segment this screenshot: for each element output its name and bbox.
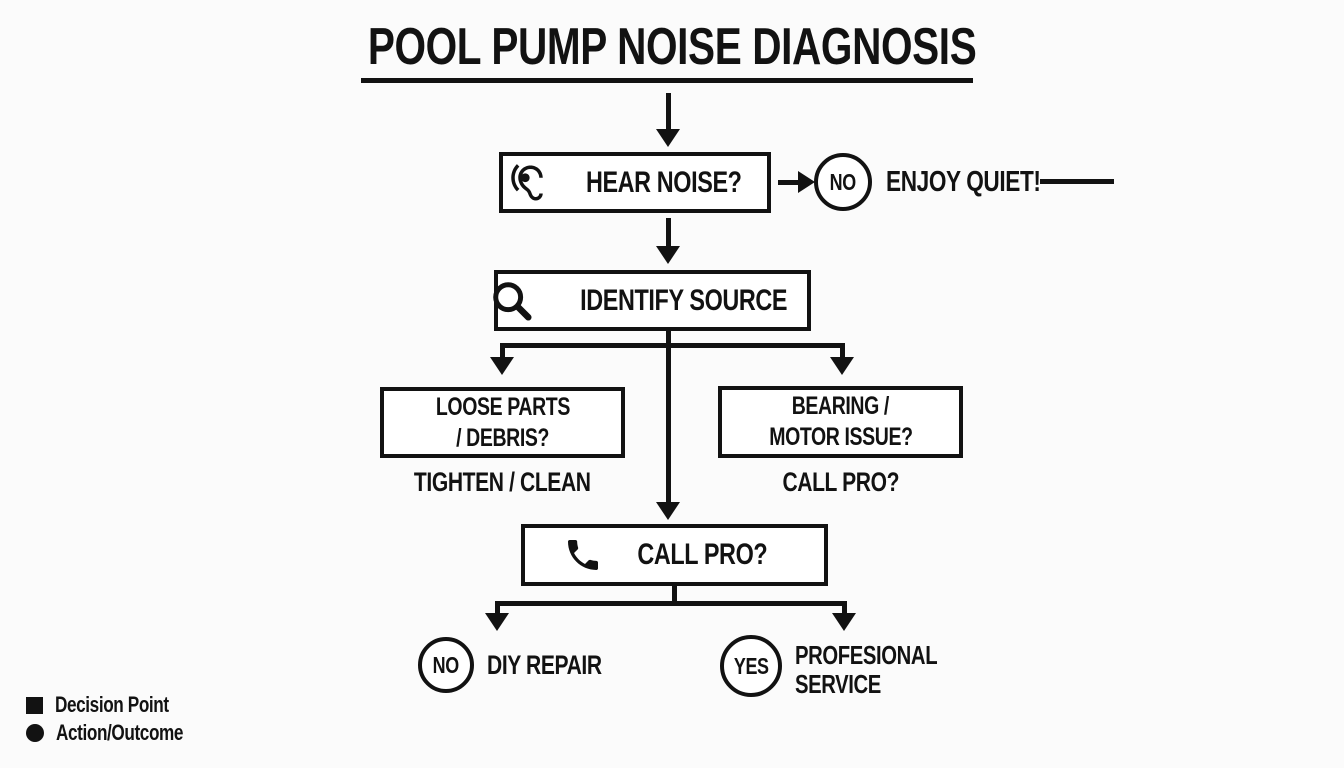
node-bearing-motor: BEARING / MOTOR ISSUE? [718, 386, 963, 458]
title-underline [361, 78, 973, 83]
arrow-down-icon [656, 129, 680, 147]
arrow-right-icon [798, 171, 815, 193]
node-call-pro: CALL PRO? [521, 524, 828, 586]
connector-branch-to-professional [842, 601, 847, 614]
arrow-down-icon [830, 357, 854, 375]
outcome-call-pro-question: CALL PRO? [782, 467, 899, 497]
connector-title-to-hear-noise [666, 93, 671, 131]
node-loose-parts-line1: LOOSE PARTS [435, 392, 570, 421]
square-marker-icon [26, 696, 43, 714]
arrow-down-icon [656, 502, 680, 520]
arrow-down-icon [656, 246, 680, 264]
node-loose-parts-line2: / DEBRIS? [456, 423, 549, 452]
connector-branch-to-loose-parts [500, 343, 505, 358]
node-identify-source-label: IDENTIFY SOURCE [580, 283, 787, 317]
page-title: POOL PUMP NOISE DIAGNOSIS [0, 16, 1344, 78]
arrow-down-icon [832, 613, 856, 631]
connector-hear-noise-to-no [778, 180, 800, 185]
connector-hear-noise-to-identify [666, 218, 671, 248]
connector-call-pro-to-branch [672, 586, 677, 603]
phone-icon [563, 535, 603, 575]
badge-no-diy: NO [418, 637, 474, 693]
connector-branch-to-diy [495, 601, 500, 614]
node-bearing-motor-line1: BEARING / [791, 392, 890, 420]
node-bearing-motor-line2: MOTOR ISSUE? [768, 423, 913, 451]
legend-label: Action/Outcome [56, 720, 184, 745]
outcome-enjoy-quiet: ENJOY QUIET! [886, 166, 1041, 198]
page-title-text: POOL PUMP NOISE DIAGNOSIS [367, 18, 977, 76]
ear-icon [506, 162, 548, 204]
badge-yes-label: YES [733, 652, 769, 679]
outcome-diy-repair: DIY REPAIR [487, 650, 602, 680]
node-loose-parts: LOOSE PARTS / DEBRIS? [380, 387, 625, 458]
badge-yes-professional: YES [720, 635, 782, 697]
node-hear-noise: HEAR NOISE? [499, 152, 771, 213]
enjoy-quiet-end-line [1040, 179, 1114, 184]
badge-no-label: NO [829, 168, 857, 195]
badge-no-enjoy-quiet: NO [814, 153, 872, 211]
legend-item-decision-point: Decision Point [26, 694, 219, 716]
arrow-down-icon [485, 613, 509, 631]
legend-label: Decision Point [55, 692, 169, 717]
outcome-professional-service: PROFESIONAL SERVICE [795, 640, 938, 699]
outcome-tighten-clean: TIGHTEN / CLEAN [414, 467, 591, 497]
branch-line-identify [500, 343, 845, 348]
node-identify-source: IDENTIFY SOURCE [493, 270, 811, 331]
circle-marker-icon [26, 724, 44, 742]
arrow-down-icon [490, 357, 514, 375]
badge-no-diy-label: NO [432, 651, 460, 678]
node-hear-noise-label: HEAR NOISE? [586, 165, 742, 199]
branch-line-call-pro [495, 601, 847, 606]
legend: Decision Point Action/Outcome [26, 694, 219, 750]
search-icon [489, 278, 535, 324]
connector-branch-to-bearing [840, 343, 845, 358]
connector-identify-to-call-pro [666, 331, 671, 504]
legend-item-action-outcome: Action/Outcome [26, 722, 219, 744]
node-call-pro-label: CALL PRO? [637, 538, 768, 571]
